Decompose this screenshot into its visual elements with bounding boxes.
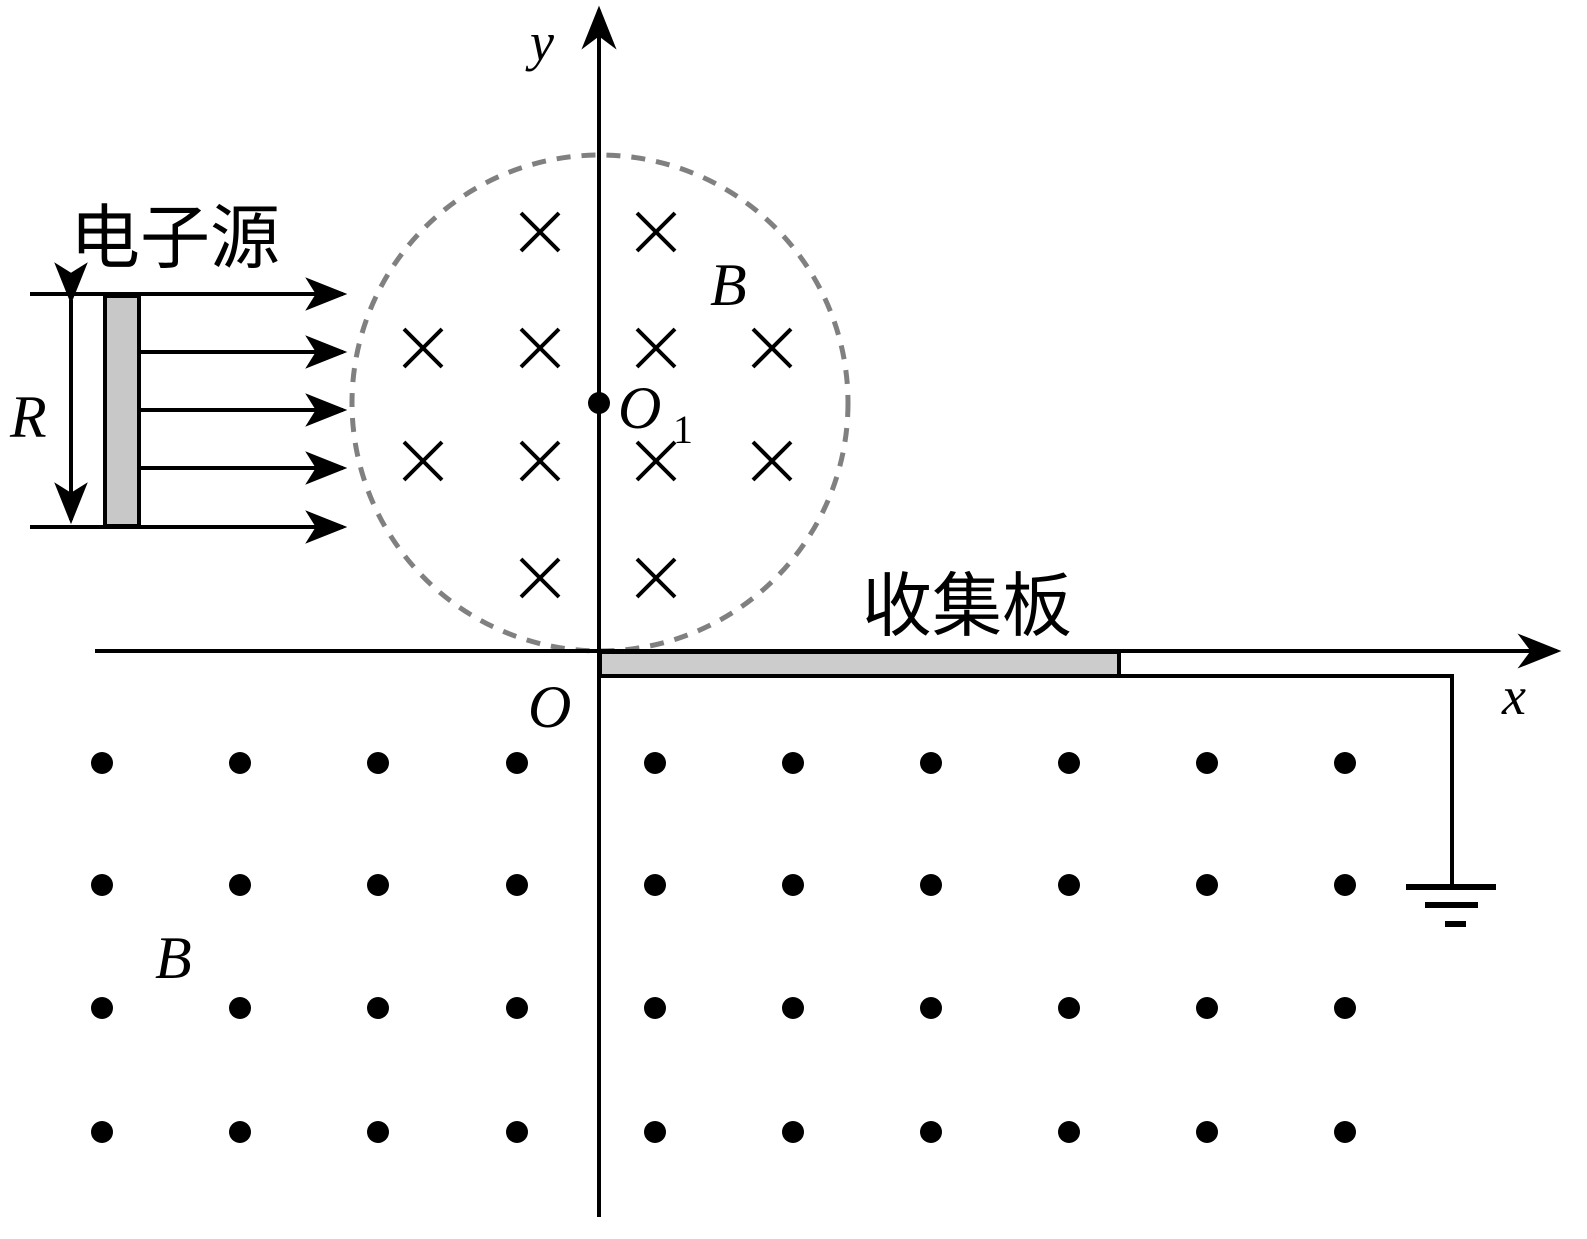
center-point — [588, 392, 610, 414]
field-into-page-marks — [402, 211, 793, 599]
dot-mark — [91, 752, 113, 774]
cross-mark — [402, 440, 444, 482]
cross-mark — [635, 440, 677, 482]
dot-mark — [920, 752, 942, 774]
cross-mark — [519, 557, 561, 599]
dot-mark — [1058, 997, 1080, 1019]
dot-mark — [1196, 752, 1218, 774]
dot-mark — [644, 997, 666, 1019]
dot-mark — [367, 997, 389, 1019]
circle-field-label: B — [710, 252, 747, 318]
dot-mark — [506, 1121, 528, 1143]
dot-mark — [782, 752, 804, 774]
y-axis-label: y — [525, 12, 554, 72]
dot-mark — [229, 997, 251, 1019]
collector-plate — [598, 650, 1121, 678]
origin-label: O — [528, 674, 571, 740]
dot-mark — [506, 874, 528, 896]
electron-source-body — [103, 294, 141, 528]
center-label: O — [618, 375, 661, 441]
field-out-of-page-marks — [91, 752, 1356, 1143]
dot-mark — [1334, 874, 1356, 896]
dot-mark — [782, 1121, 804, 1143]
cross-mark — [519, 327, 561, 369]
cross-mark — [519, 211, 561, 253]
dot-mark — [644, 874, 666, 896]
x-axis-label: x — [1501, 666, 1526, 726]
dot-mark — [229, 874, 251, 896]
dot-mark — [91, 874, 113, 896]
cross-mark — [751, 440, 793, 482]
dot-mark — [782, 997, 804, 1019]
cross-mark — [635, 327, 677, 369]
center-subscript: 1 — [673, 407, 693, 452]
dot-mark — [1196, 874, 1218, 896]
dot-mark — [920, 997, 942, 1019]
cross-mark — [751, 327, 793, 369]
electron-beam — [30, 277, 348, 544]
cross-mark — [635, 211, 677, 253]
ground-icon — [1406, 884, 1496, 927]
dot-mark — [91, 1121, 113, 1143]
dot-mark — [1058, 1121, 1080, 1143]
dot-mark — [1058, 874, 1080, 896]
dot-mark — [1196, 997, 1218, 1019]
dot-mark — [229, 1121, 251, 1143]
dot-mark — [1334, 997, 1356, 1019]
dot-mark — [920, 1121, 942, 1143]
dot-mark — [644, 1121, 666, 1143]
dot-mark — [506, 752, 528, 774]
dot-mark — [229, 752, 251, 774]
dot-mark — [367, 1121, 389, 1143]
dot-mark — [367, 874, 389, 896]
cross-mark — [519, 440, 561, 482]
dot-mark — [1334, 752, 1356, 774]
dot-mark — [506, 997, 528, 1019]
lower-field-label: B — [155, 925, 192, 991]
dot-mark — [1334, 1121, 1356, 1143]
dot-mark — [367, 752, 389, 774]
electron-source — [103, 294, 141, 528]
ground-wire — [1119, 674, 1454, 887]
dot-mark — [91, 997, 113, 1019]
electron-source-label: 电子源 — [70, 197, 280, 279]
dot-mark — [782, 874, 804, 896]
field-circle-boundary — [349, 152, 851, 654]
dot-mark — [1196, 1121, 1218, 1143]
collector-plate-label: 收集板 — [862, 565, 1072, 647]
dot-mark — [920, 874, 942, 896]
cross-mark — [635, 557, 677, 599]
dot-mark — [1058, 752, 1080, 774]
cross-mark — [402, 327, 444, 369]
dot-mark — [644, 752, 666, 774]
radius-label: R — [9, 384, 47, 450]
